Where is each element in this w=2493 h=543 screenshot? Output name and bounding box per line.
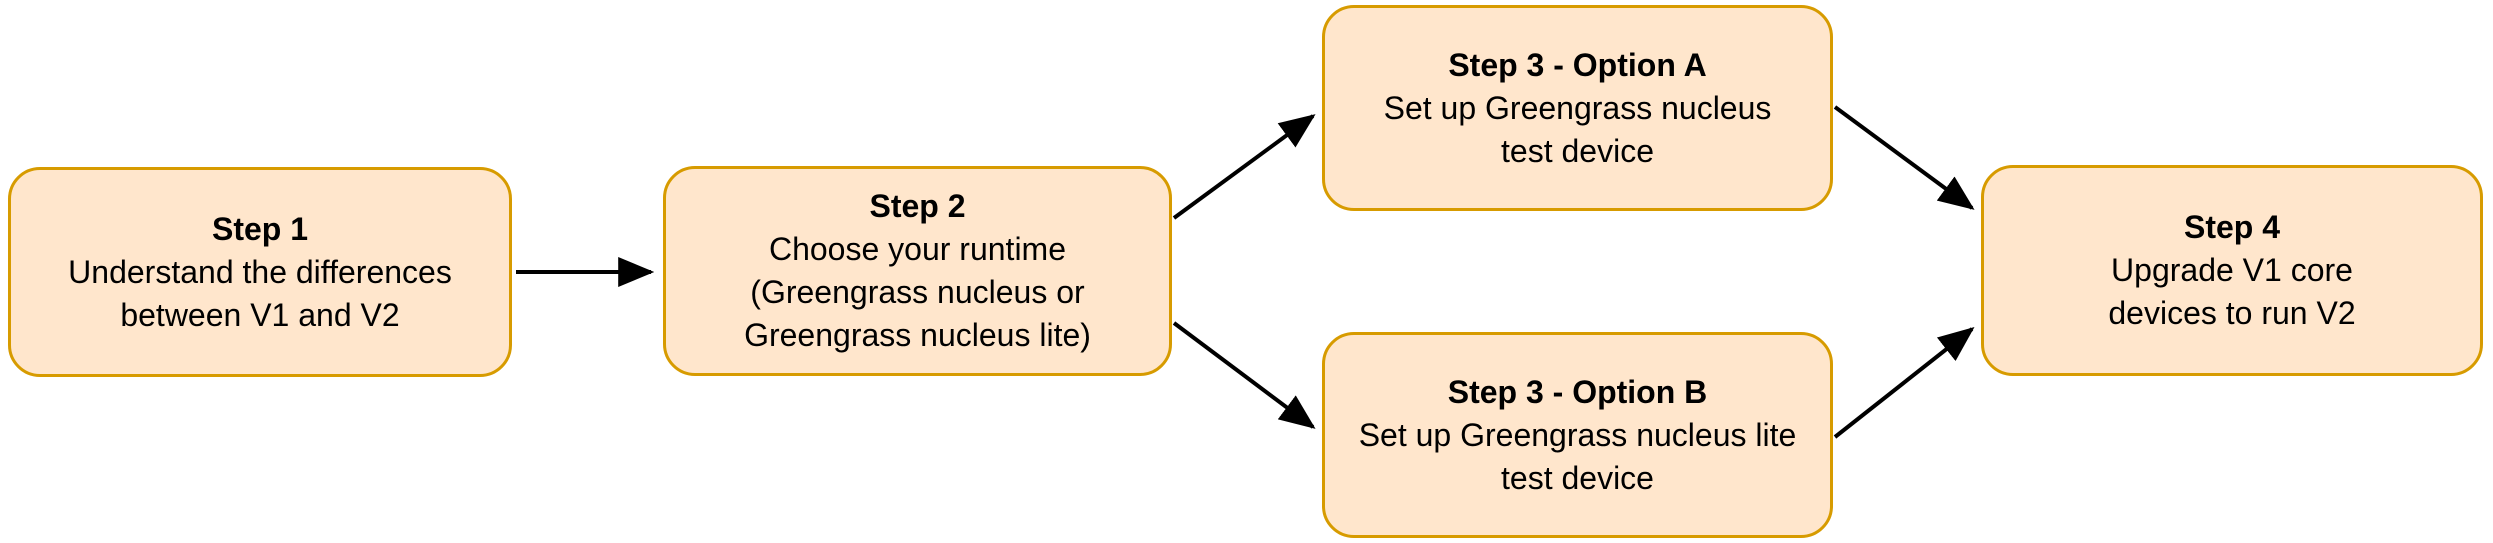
node-step-3-option-b-title: Step 3 - Option B [1447,373,1708,410]
node-step-1: Step 1 Understand the differences betwee… [8,167,512,377]
node-step-1-title: Step 1 [211,210,309,247]
node-step-4: Step 4 Upgrade V1 core devices to run V2 [1981,165,2483,376]
arrow-step3b-to-step4 [1833,327,1975,439]
arrow-step3a-to-step4 [1833,105,1975,210]
node-step-2-body: Choose your runtime (Greengrass nucleus … [744,231,1091,353]
node-step-2: Step 2 Choose your runtime (Greengrass n… [663,166,1172,376]
node-step-4-body: Upgrade V1 core devices to run V2 [2108,252,2356,331]
node-step-3-option-a-title: Step 3 - Option A [1448,46,1707,83]
node-step-3-option-b-body: Set up Greengrass nucleus lite test devi… [1358,416,1797,496]
arrow-step2-to-step3a [1172,114,1316,220]
node-step-2-title: Step 2 [869,188,966,224]
node-step-4-title: Step 4 [2183,209,2281,245]
node-step-3-option-a-body: Set up Greengrass nucleus test device [1383,89,1772,169]
node-step-3-option-a: Step 3 - Option A Set up Greengrass nucl… [1322,5,1833,211]
arrow-step2-to-step3b [1172,321,1316,429]
node-step-3-option-b: Step 3 - Option B Set up Greengrass nucl… [1322,332,1833,538]
node-step-1-body: Understand the differences between V1 an… [68,253,452,333]
